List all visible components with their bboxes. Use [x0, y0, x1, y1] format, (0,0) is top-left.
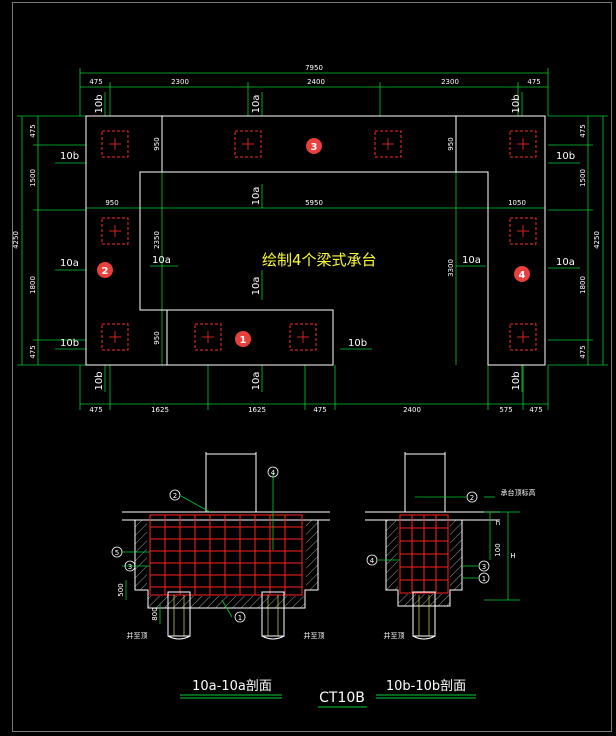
section-b-top-text: 承台顶标高 — [501, 488, 536, 497]
section-b-dim-H: H — [510, 552, 515, 560]
section-a-callout-4: 4 — [271, 469, 276, 477]
section-b-callout-2: 2 — [470, 494, 474, 502]
badge-2: 2 — [102, 266, 109, 277]
dimension-lines — [17, 68, 608, 410]
beam-inner-center: 10a — [251, 277, 262, 296]
dim-left-3: 1800 — [29, 276, 37, 294]
dim-bottom-7: 475 — [529, 406, 542, 414]
section-b-label: 10b-10b剖面 — [386, 679, 466, 694]
beam-bottom-pile-right: 10b — [348, 338, 367, 349]
beam-right-upper: 10b — [556, 151, 575, 162]
section-b-callout-4: 4 — [370, 557, 375, 565]
beam-top-left: 10b — [94, 94, 105, 113]
dim-top-5: 475 — [527, 78, 540, 86]
dim-top-total: 7950 — [305, 64, 323, 72]
dim-bottom-1: 475 — [89, 406, 102, 414]
dim-bottom-4: 475 — [313, 406, 326, 414]
dim-inner-950: 950 — [105, 199, 118, 207]
beam-top-right: 10b — [511, 94, 522, 113]
beam-inner-left: 10a — [152, 255, 171, 266]
section-b-callout-1: 1 — [482, 575, 486, 583]
dim-top-3: 2400 — [307, 78, 325, 86]
section-a: 2 4 5 3 1 500 800 并至顶 并至顶 10a-10a剖面 — [111, 452, 330, 699]
section-a-dim-500: 500 — [117, 583, 125, 596]
badge-1: 1 — [240, 335, 247, 346]
dim-top-2: 2300 — [171, 78, 189, 86]
dim-inner-3300: 3300 — [447, 259, 455, 277]
beam-left-upper: 10b — [60, 151, 79, 162]
dim-bottom-5: 2400 — [403, 406, 421, 414]
center-label: CT10B — [319, 690, 365, 706]
dim-bottom-3: 1625 — [248, 406, 266, 414]
dim-right-total: 4250 — [593, 231, 601, 249]
beam-inner-right: 10a — [462, 255, 481, 266]
section-b-callout-3: 3 — [482, 563, 486, 571]
dim-inner-1050: 1050 — [508, 199, 526, 207]
section-b-dim-100: 100 — [494, 543, 502, 556]
cap-outline — [85, 115, 546, 366]
section-a-callout-1: 1 — [238, 614, 242, 622]
plan-title: 绘制4个梁式承台 — [262, 251, 377, 269]
dim-inner-950-b: 950 — [447, 137, 455, 150]
beam-bottom-right: 10b — [511, 371, 522, 390]
dim-top-1: 475 — [89, 78, 102, 86]
dim-left-4: 475 — [29, 345, 37, 358]
beam-inner-top: 10a — [251, 187, 262, 206]
section-a-label: 10a-10a剖面 — [192, 679, 272, 694]
dimension-texts: 7950 475 2300 2400 2300 475 475 1625 162… — [12, 64, 601, 414]
dim-left-2: 1500 — [29, 169, 37, 187]
dim-inner-2350: 2350 — [153, 231, 161, 249]
cap-badges: 1 2 3 4 — [97, 138, 530, 347]
dim-top-4: 2300 — [441, 78, 459, 86]
dim-right-3: 1800 — [579, 276, 587, 294]
section-a-callout-5: 5 — [115, 549, 119, 557]
pile-markers — [101, 130, 537, 351]
dim-bottom-2: 1625 — [151, 406, 169, 414]
section-a-pile-right: 并至顶 — [304, 631, 325, 640]
dim-left-total: 4250 — [12, 231, 20, 249]
beam-left-mid: 10a — [60, 258, 79, 269]
beam-left-lower: 10b — [60, 338, 79, 349]
beam-labels: 10b 10a 10b 10b 10a 10b 10b 10a 10a 10a … — [60, 94, 575, 390]
dim-bottom-6: 575 — [499, 406, 512, 414]
dim-inner-950-a: 950 — [153, 137, 161, 150]
section-b: 2 4 3 1 承台顶标高 100 h H 并至顶 10b-10b剖面 — [365, 452, 536, 699]
section-b-pile: 并至顶 — [384, 631, 405, 640]
section-a-pile-left: 并至顶 — [127, 631, 148, 640]
dim-inner-950-c: 950 — [153, 331, 161, 344]
badge-3: 3 — [311, 142, 318, 153]
beam-top-mid: 10a — [251, 95, 262, 114]
beam-right-mid: 10a — [556, 257, 575, 268]
beam-bottom-mid: 10a — [251, 372, 262, 391]
section-b-dim-h: h — [496, 519, 500, 527]
dim-left-1: 475 — [29, 124, 37, 137]
dim-right-1: 475 — [579, 124, 587, 137]
section-a-callout-2: 2 — [173, 492, 177, 500]
pile-crosses — [109, 138, 529, 343]
badge-4: 4 — [519, 270, 526, 281]
plan-view: 7950 475 2300 2400 2300 475 475 1625 162… — [12, 64, 608, 414]
dim-inner-5950: 5950 — [305, 199, 323, 207]
dim-right-4: 475 — [579, 345, 587, 358]
beam-bottom-left: 10b — [94, 371, 105, 390]
section-a-dim-800: 800 — [151, 607, 159, 620]
section-a-callout-3: 3 — [128, 563, 132, 571]
dim-right-2: 1500 — [579, 169, 587, 187]
